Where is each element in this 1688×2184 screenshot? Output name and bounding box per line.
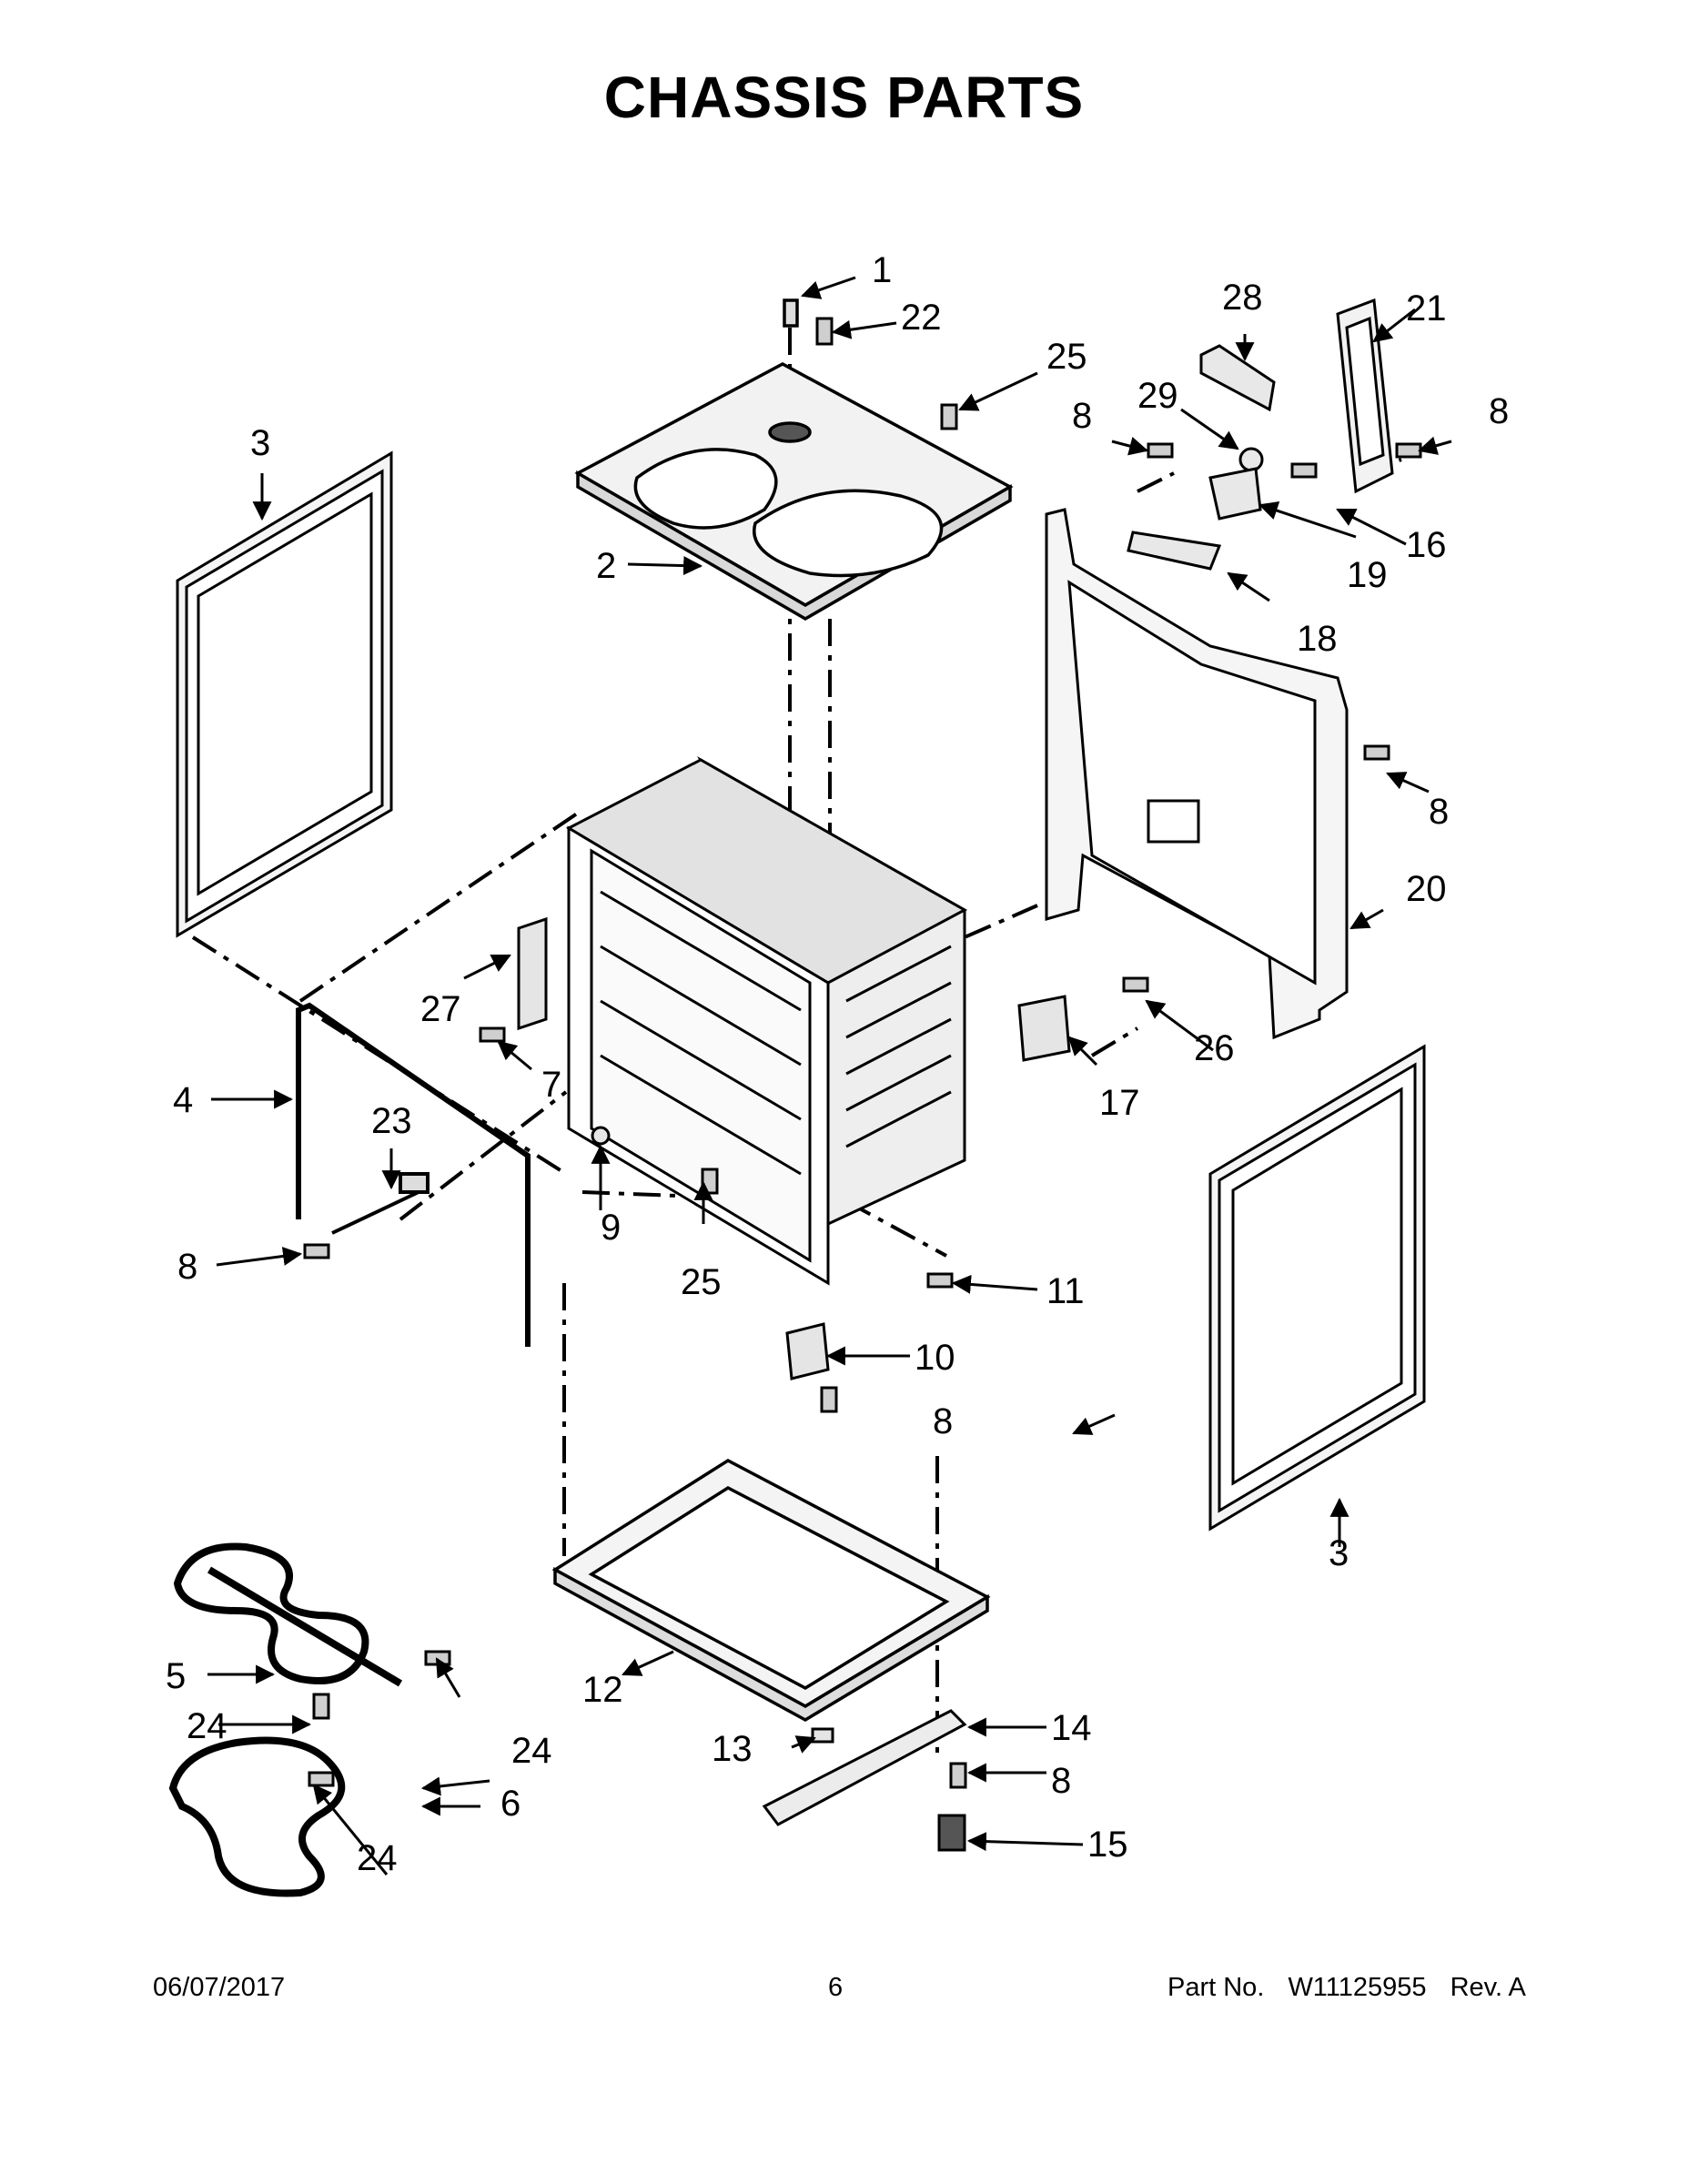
revision: Rev. A [1450,1973,1526,2002]
callout-12: 12 [582,1670,623,1710]
callout-8-a: 8 [1072,396,1092,436]
callout-8-f: 8 [1051,1761,1071,1801]
gasket-part-4 [296,1002,531,1347]
bracket-17 [1017,995,1071,1062]
side-panel-left [176,450,393,938]
callout-15: 15 [1087,1825,1128,1865]
bake-element-part-6 [168,1736,346,1897]
side-panel-right [1208,1044,1426,1532]
callout-25-b: 25 [681,1262,722,1302]
callout-2: 2 [596,546,616,586]
callout-labels: 1 2 3 3 4 5 6 7 8 8 8 8 8 8 8 9 10 11 12… [166,250,1509,1878]
bracket-28 [1199,344,1276,412]
callout-6: 6 [500,1784,521,1824]
callout-17: 17 [1099,1083,1140,1123]
sensor-part-23 [331,1172,430,1235]
part-29 [1238,447,1264,472]
callout-28: 28 [1222,278,1263,318]
callout-8-d: 8 [177,1247,197,1287]
callout-27: 27 [420,989,461,1029]
foot-part-15 [937,1814,966,1852]
callout-3-left: 3 [250,423,270,463]
callout-1: 1 [872,250,892,290]
footer-page-number: 6 [828,1973,844,2002]
callout-24-b: 24 [511,1731,552,1771]
broil-element-part-5 [173,1542,403,1687]
callout-4: 4 [173,1080,193,1120]
bottom-tray [551,1458,991,1723]
callout-14: 14 [1051,1708,1092,1748]
callout-8-e: 8 [933,1401,953,1441]
callout-9: 9 [601,1208,621,1248]
oven-cavity [565,755,968,1286]
vent-duct-part [1336,298,1394,494]
callout-24-a: 24 [187,1706,227,1746]
callout-5: 5 [166,1656,186,1696]
top-frame-part [574,298,1014,622]
callout-13: 13 [712,1729,753,1769]
callout-25-a: 25 [1046,337,1087,377]
footer-date: 06/07/2017 [153,1973,286,2002]
part-9 [591,1126,611,1146]
callout-26: 26 [1194,1028,1235,1068]
valve-part-10 [785,1322,830,1380]
bracket-19 [1208,467,1262,521]
bracket-18 [1127,531,1222,571]
callout-7: 7 [541,1065,561,1105]
callout-8-b: 8 [1489,391,1509,431]
part-label: Part No. [1167,1973,1265,2002]
callout-16: 16 [1406,525,1447,565]
callout-18: 18 [1297,619,1338,659]
callout-24-c: 24 [357,1838,398,1878]
rear-panel [1045,508,1349,1040]
callout-20: 20 [1406,869,1447,909]
callout-23: 23 [371,1101,412,1141]
part-13 [811,1727,834,1744]
part-number: W11125955 [1288,1973,1427,2002]
callout-11: 11 [1046,1271,1085,1311]
leveling-rail [762,1709,967,1826]
callout-22: 22 [901,298,942,338]
callout-10: 10 [915,1338,955,1378]
callout-21: 21 [1406,288,1447,329]
callout-29: 29 [1137,376,1178,416]
screws [303,317,1422,1789]
callout-19: 19 [1347,555,1388,595]
footer-part-info: Part No. W11125955 Rev. A [1167,1973,1542,2003]
callout-3-right: 3 [1329,1533,1349,1573]
bracket-27 [517,916,548,1031]
page-title: CHASSIS PARTS [603,65,1085,130]
callout-8-c: 8 [1429,792,1449,832]
